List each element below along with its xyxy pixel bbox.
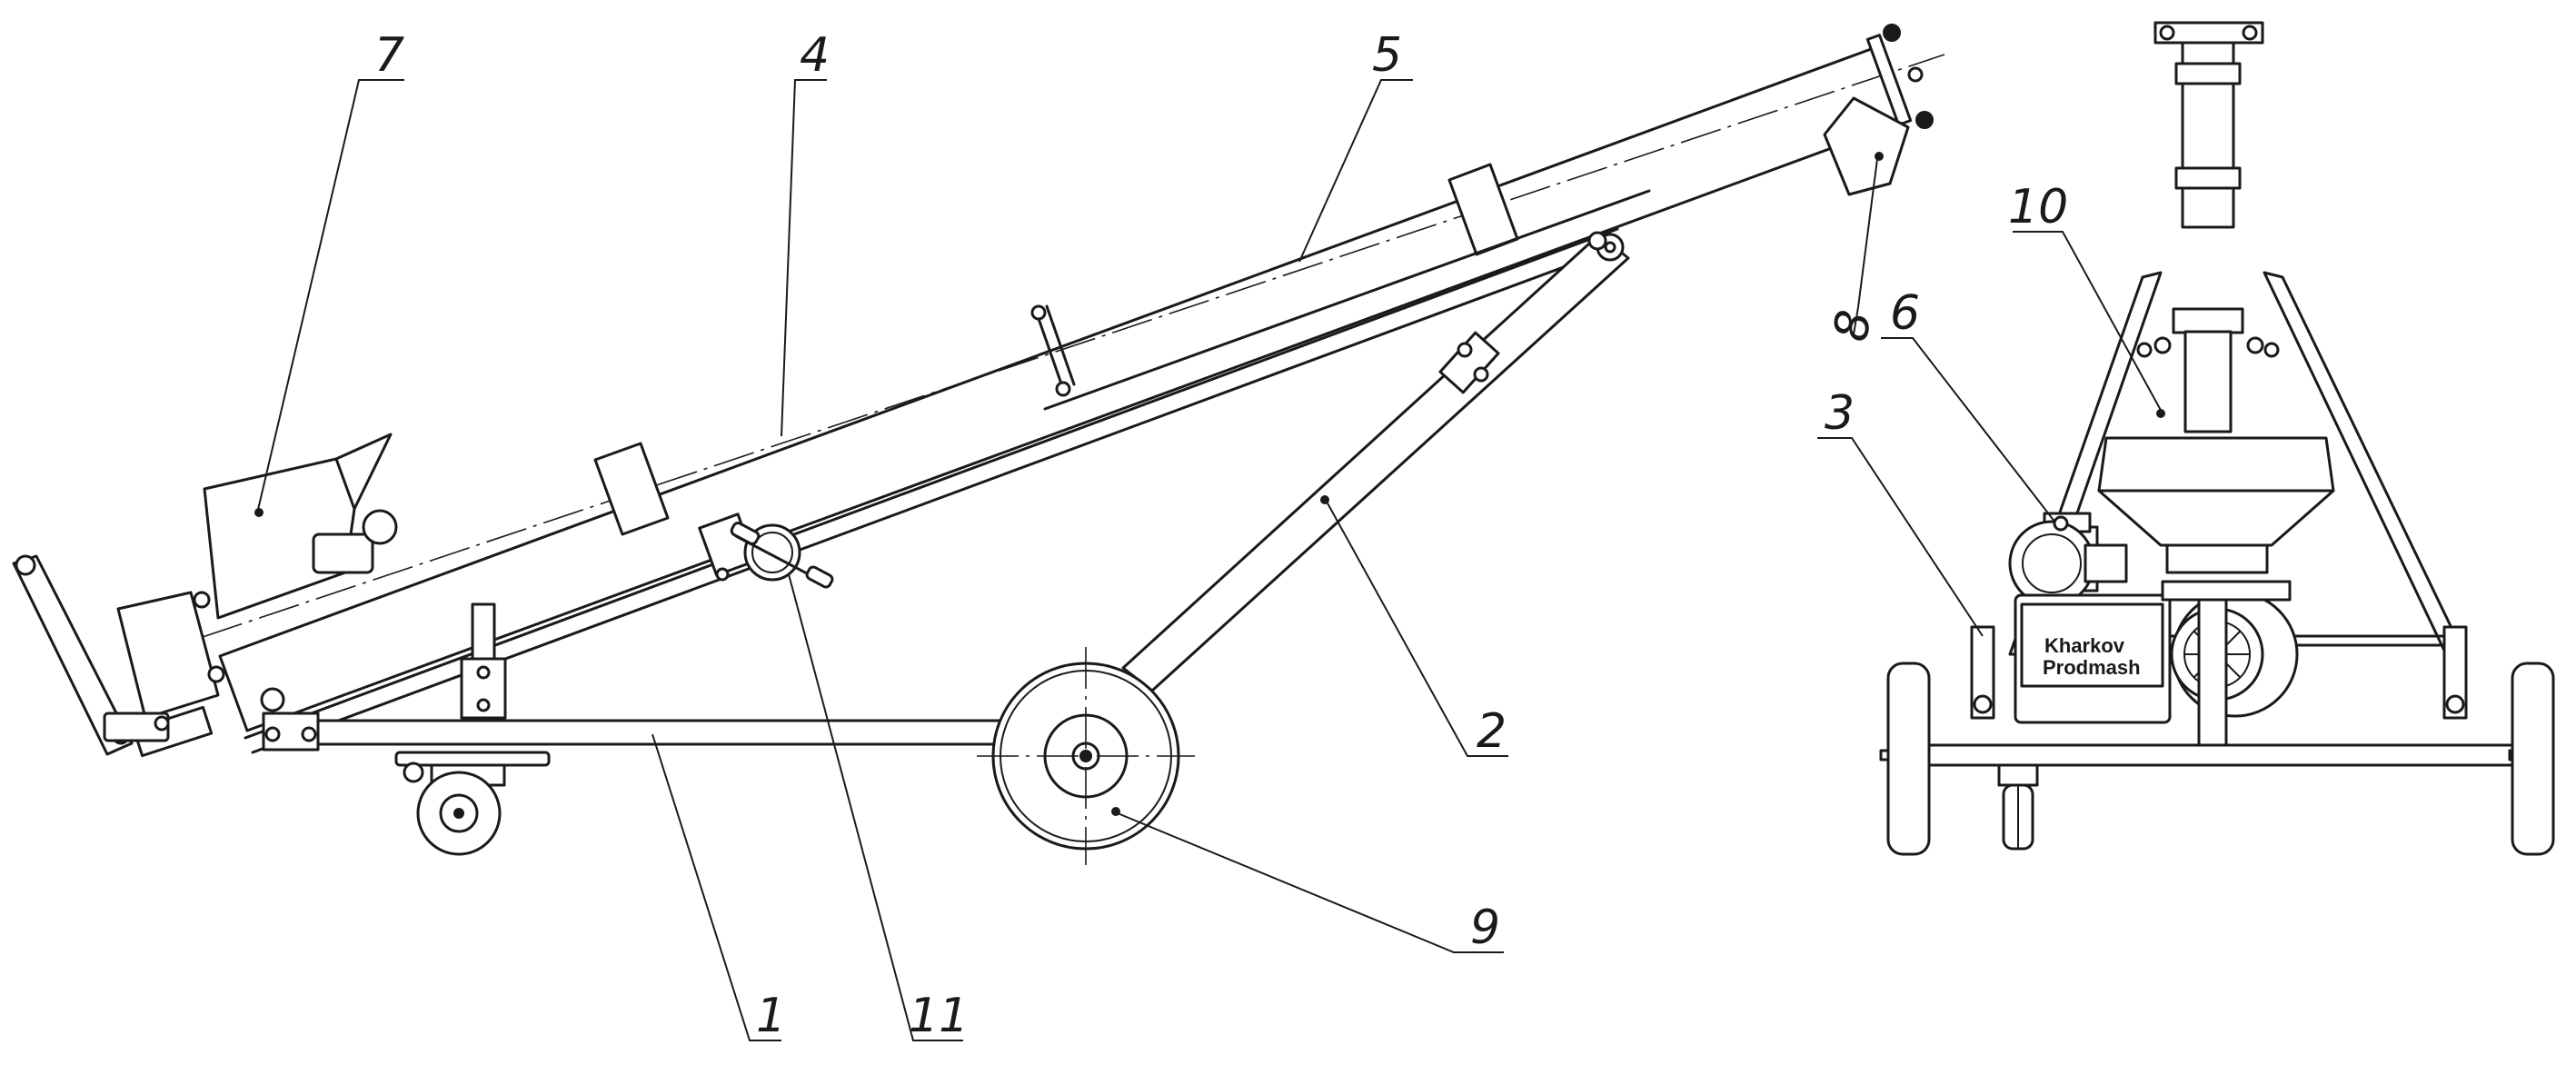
callout-3: 3	[1825, 386, 1855, 441]
callout-5: 5	[1372, 28, 1402, 83]
right-wheel	[2511, 662, 2555, 856]
callout-7: 7	[374, 28, 404, 83]
front-view: Kharkov Prodmash	[1879, 21, 2555, 856]
fan-cover	[2161, 580, 2299, 747]
callout-8: 8	[1824, 306, 1883, 345]
upright-tube	[2136, 21, 2280, 433]
motor-plate-line1: Kharkov	[2044, 634, 2125, 657]
motor	[2008, 512, 2128, 607]
discharge-chute	[1823, 96, 1910, 196]
tow-handle	[12, 554, 170, 756]
gearbox: Kharkov Prodmash	[2014, 593, 2172, 724]
front-castor	[394, 602, 551, 856]
side-view	[12, 24, 1945, 865]
conveyor-tube	[144, 24, 1945, 732]
intake-hopper	[203, 433, 398, 620]
lift-winch	[698, 513, 834, 589]
axle	[1879, 743, 2528, 767]
motor-plate-line2: Prodmash	[2043, 656, 2141, 679]
support-strut	[1121, 231, 1630, 692]
side-posts	[1970, 625, 2468, 720]
front-view-castor	[1997, 763, 2039, 851]
callout-1: 1	[756, 989, 786, 1043]
callouts: 7 4 5 8 2 9 1 11 10 6 3	[256, 28, 2163, 1043]
callout-2: 2	[1477, 704, 1507, 759]
callout-10: 10	[2008, 180, 2068, 234]
callout-11: 11	[909, 989, 969, 1043]
callout-6: 6	[1890, 286, 1920, 341]
base-frame	[260, 687, 1015, 752]
callout-9: 9	[1470, 901, 1500, 955]
callout-4: 4	[800, 28, 830, 83]
drive-unit	[116, 591, 225, 758]
front-hopper	[2097, 409, 2335, 574]
left-wheel	[1886, 662, 1931, 856]
transport-wheel	[977, 647, 1195, 865]
